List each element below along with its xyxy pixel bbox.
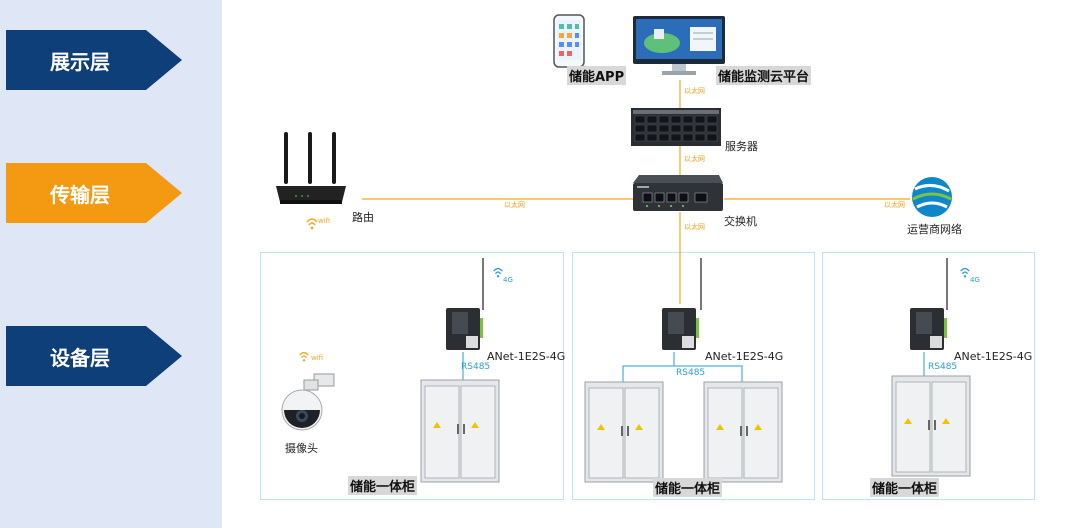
layer-device-label: 设备层: [6, 326, 182, 386]
antenna-icon-1: [482, 258, 484, 310]
signal-label-3: 4G: [970, 276, 980, 284]
cabinet-label-1: 储能一体柜: [348, 476, 418, 495]
eth-label-5: 以太网: [684, 223, 705, 231]
cabinet-group-1: [260, 252, 564, 500]
cabinet-label-2: 储能一体柜: [653, 478, 723, 497]
server-label: 服务器: [725, 140, 758, 153]
wifi-icon-camera: [299, 351, 309, 362]
router-label: 路由: [352, 211, 374, 224]
antenna-icon-3: [946, 258, 948, 310]
server-icon: [631, 108, 721, 146]
layer-display-label: 展示层: [6, 30, 182, 90]
app-label: 储能APP: [567, 66, 627, 85]
rs485-2: [622, 365, 743, 382]
wifi-label-router: wifi: [318, 217, 331, 225]
gateway-label-1: ANet-1E2S-4G: [487, 350, 566, 363]
layer-sidebar: 展示层 传输层 设备层: [0, 0, 222, 528]
gateway-icon-1: [446, 308, 483, 350]
wifi-icon-router: [306, 218, 318, 230]
switch-label: 交换机: [724, 215, 757, 228]
monitor-icon: [633, 16, 725, 75]
rs485-label-2: RS485: [676, 368, 706, 378]
cabinet-icon-2b: [703, 381, 783, 483]
eth-label-2: 以太网: [684, 155, 705, 163]
cabinet-label-3: 储能一体柜: [870, 478, 940, 497]
signal-icon-1: [493, 267, 503, 278]
antenna-icon-2: [700, 258, 702, 310]
wifi-label-camera: wifi: [311, 354, 324, 362]
phone-icon: [553, 14, 585, 68]
rs485-label-3: RS485: [928, 362, 958, 372]
switch-icon: [633, 175, 723, 211]
platform-label: 储能监测云平台: [716, 66, 812, 85]
gateway-label-3: ANet-1E2S-4G: [954, 350, 1033, 363]
gateway-icon-2: [662, 308, 699, 350]
gateway-icon-3: [910, 308, 947, 350]
signal-label-1: 4G: [503, 276, 513, 284]
router-icon: [276, 132, 346, 204]
gateway-label-2: ANet-1E2S-4G: [705, 350, 784, 363]
layer-transport-label: 传输层: [6, 163, 182, 223]
eth-label-4: 以太网: [884, 201, 905, 209]
eth-label-1: 以太网: [684, 87, 705, 95]
eth-label-3: 以太网: [504, 201, 525, 209]
cabinet-icon-2a: [584, 381, 664, 483]
camera-icon: [281, 373, 335, 431]
carrier-label: 运营商网络: [907, 223, 962, 236]
rs485-label-1: RS485: [461, 362, 491, 372]
cabinet-icon-3: [891, 375, 971, 477]
cabinet-icon-1: [420, 379, 500, 483]
signal-icon-3: [960, 267, 970, 278]
camera-label: 摄像头: [285, 442, 318, 455]
carrier-logo-icon: [912, 177, 952, 217]
